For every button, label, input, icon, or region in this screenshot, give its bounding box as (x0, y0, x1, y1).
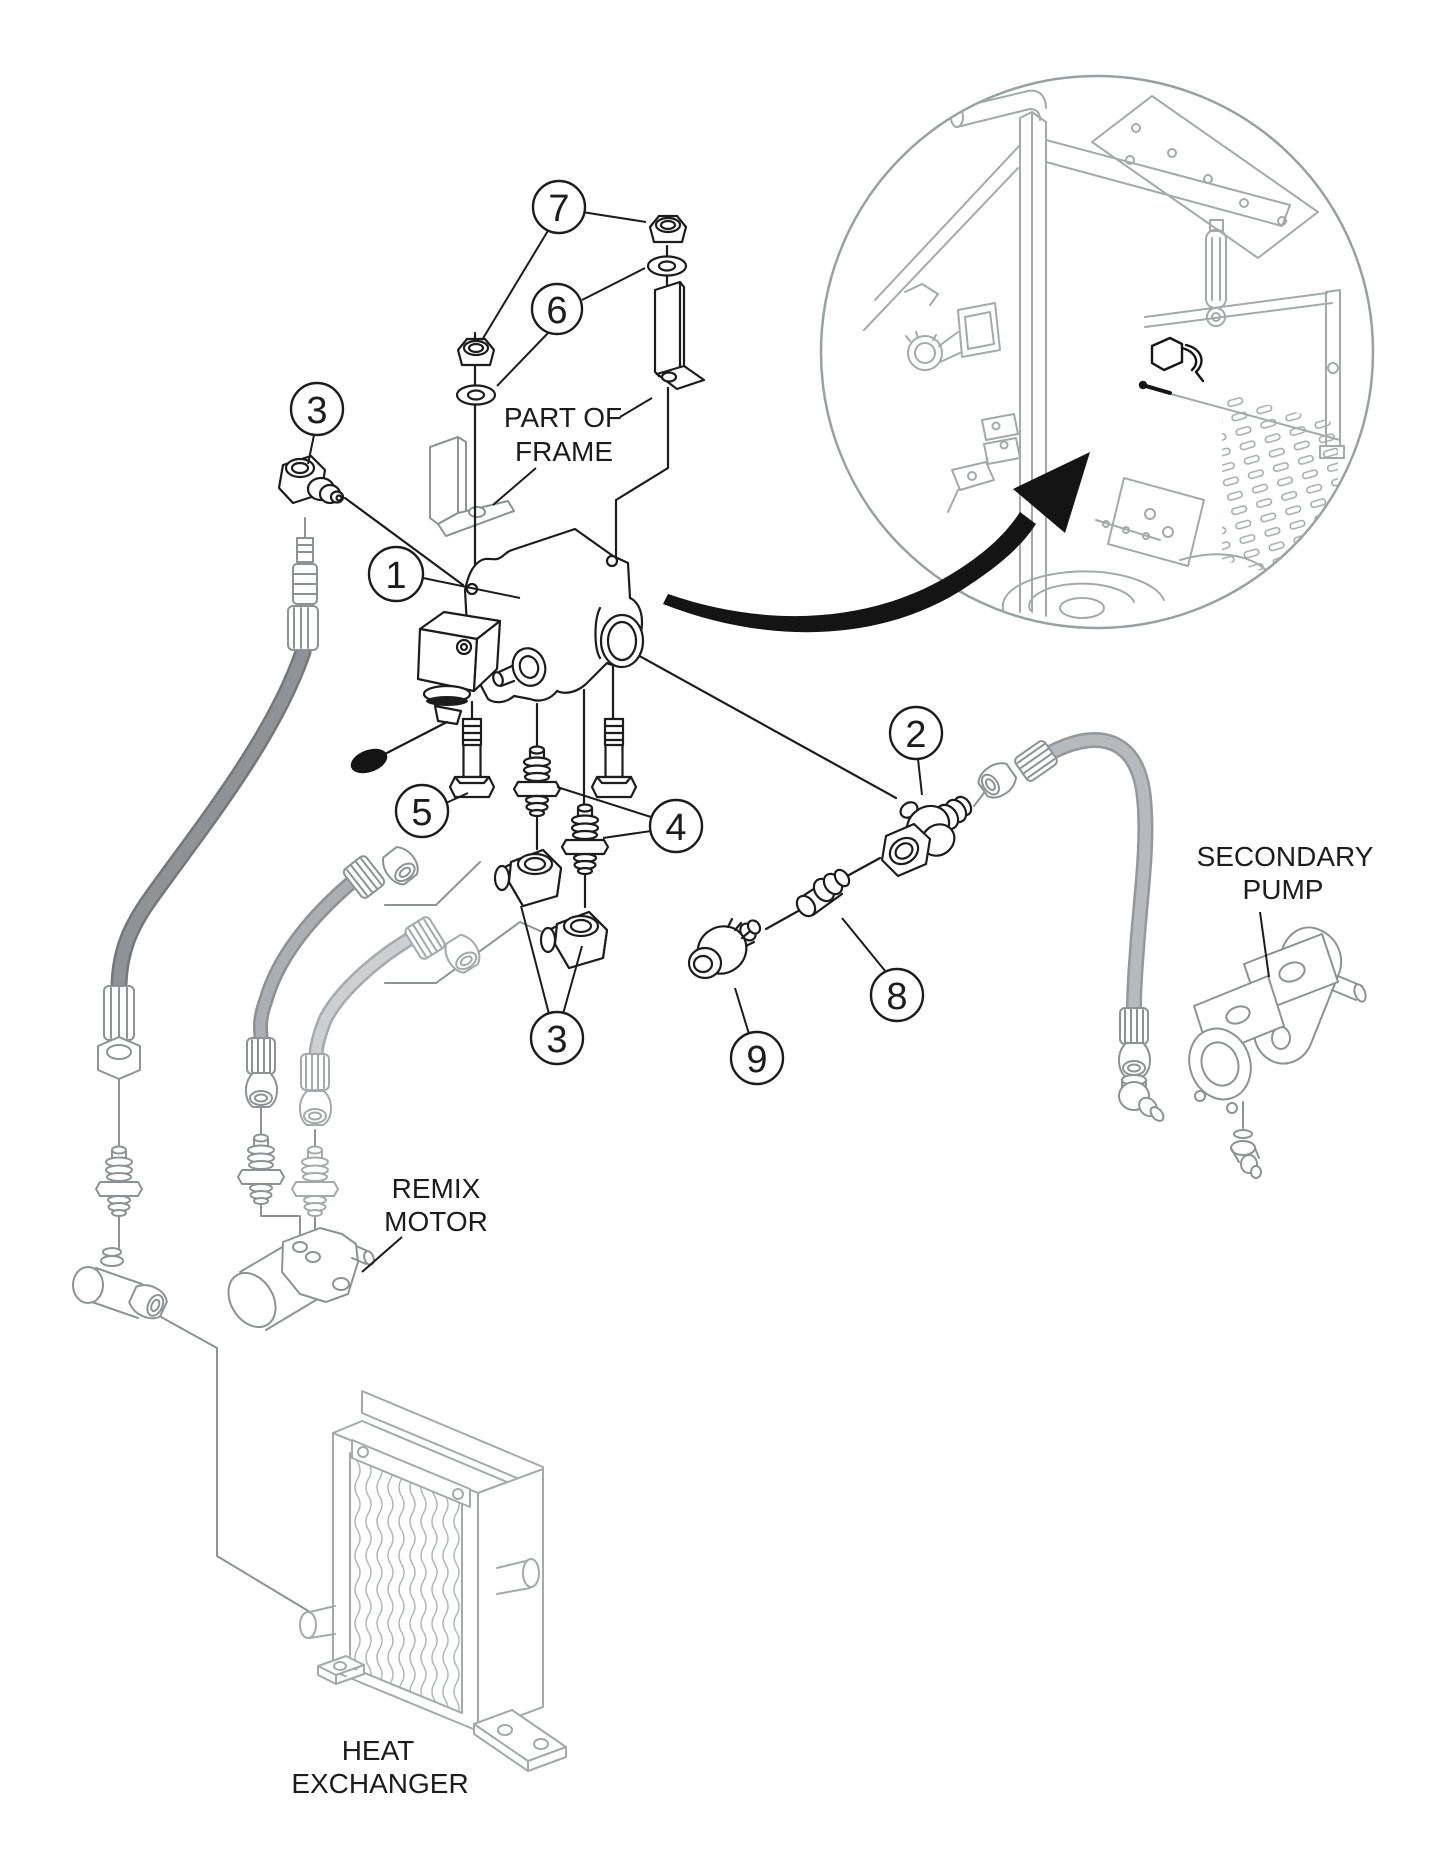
cap-fitting-item9 (687, 917, 762, 980)
text-labels: PART OF FRAME SECONDARY PUMP REMIX MOTOR… (291, 397, 1374, 1799)
label-heat-exchanger: HEAT EXCHANGER (291, 1735, 468, 1799)
callout-1: 1 (367, 545, 425, 603)
callout-3-bottom: 3 (529, 1010, 585, 1066)
bolt-item5-right (590, 717, 638, 799)
hose-dark (110, 643, 312, 993)
valve-solenoid (416, 610, 502, 693)
callout-4-number: 4 (665, 807, 686, 849)
gray-connector-lines (118, 517, 1244, 1613)
hose-medium (252, 874, 360, 1046)
tee-fitting-item2 (880, 795, 973, 878)
callout-6: 6 (530, 282, 584, 336)
washer-item6-left (455, 384, 497, 406)
callout-7: 7 (531, 179, 587, 235)
label-part-of-frame: PART OF FRAME (504, 402, 622, 467)
label-part-of-frame-line1: PART OF (504, 402, 622, 433)
barb-fitting-item4-a (512, 745, 562, 818)
label-remix-motor-line1: REMIX (392, 1173, 481, 1204)
label-secondary-pump-line2: PUMP (1243, 874, 1324, 905)
callout-8: 8 (869, 967, 925, 1023)
locknut-item7-left (456, 337, 496, 367)
callout-8-number: 8 (886, 976, 907, 1018)
callout-4: 4 (648, 798, 704, 854)
callout-3-top: 3 (289, 381, 345, 437)
heat-exchanger (299, 1390, 567, 1772)
label-heat-exchanger-line1: HEAT (342, 1735, 415, 1766)
callout-6-number: 6 (546, 290, 567, 332)
pump-inlet-fitting (1230, 1129, 1262, 1179)
elbow-fitting-item3-b (539, 910, 609, 970)
inset-valve-detail (1138, 336, 1205, 395)
callouts: 7 6 3 1 5 4 2 3 8 9 (289, 179, 944, 1086)
barb-fitting-item4-b (560, 803, 610, 876)
elbow-fitting-item3-top (277, 454, 345, 505)
hose-dark-lower-fittings (95, 985, 143, 1217)
inset-pointer-arrow (663, 452, 1090, 633)
washer-item6-right (646, 255, 688, 277)
valve-assembly (350, 527, 645, 774)
callout-2-number: 2 (905, 714, 926, 756)
frame-bracket-left (429, 436, 515, 537)
label-secondary-pump: SECONDARY PUMP (1197, 841, 1374, 905)
valve-hex-port (492, 647, 547, 688)
callout-2: 2 (888, 705, 944, 761)
hose-secondary-fittings (973, 738, 1262, 1179)
gray-tee-fitting (72, 1247, 172, 1324)
callout-9-number: 9 (746, 1039, 767, 1081)
callout-5-number: 5 (411, 792, 432, 834)
hose-secondary-pump (1044, 732, 1154, 1016)
hose-light (308, 925, 428, 1064)
coupler-item8 (795, 868, 851, 918)
label-remix-motor: REMIX MOTOR (384, 1173, 488, 1237)
callout-1-number: 1 (385, 555, 406, 597)
locknut-item7-right (648, 214, 688, 244)
label-part-of-frame-line2: FRAME (515, 436, 613, 467)
callout-3-top-number: 3 (306, 390, 327, 432)
remix-motor (227, 1227, 375, 1331)
callout-3-bottom-number: 3 (546, 1019, 567, 1061)
hose-dark-upper-fittings (287, 537, 319, 651)
label-secondary-pump-line1: SECONDARY (1197, 841, 1374, 872)
callout-9: 9 (729, 1030, 785, 1086)
label-remix-motor-line2: MOTOR (384, 1206, 488, 1237)
frame-bracket-right (653, 280, 706, 391)
bolt-item5-left (448, 717, 496, 799)
elbow-fitting-item3-a (493, 848, 563, 908)
callout-5: 5 (394, 783, 450, 839)
inset-detail-circle (819, 74, 1375, 630)
callout-7-number: 7 (548, 188, 569, 230)
label-heat-exchanger-line2: EXCHANGER (291, 1768, 468, 1799)
secondary-pump (1188, 926, 1367, 1114)
valve-control-lever (350, 684, 472, 774)
